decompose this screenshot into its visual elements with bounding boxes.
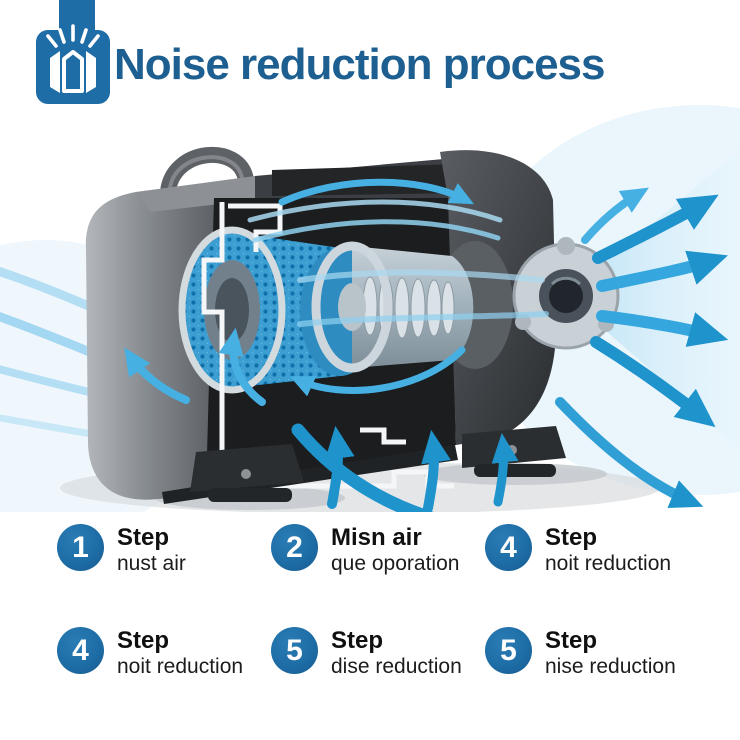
step-subtitle: que oporation <box>331 551 460 575</box>
step-item-5: 5 Step dise reduction <box>271 627 485 678</box>
step-number: 4 <box>500 530 517 564</box>
step-item-3: 4 Step noit reduction <box>485 524 699 575</box>
step-number: 4 <box>72 633 89 667</box>
step-number-badge: 5 <box>485 627 532 674</box>
step-item-4: 4 Step noit reduction <box>57 627 271 678</box>
machine-feet <box>162 426 566 504</box>
step-item-2: 2 Misn air que oporation <box>271 524 485 575</box>
step-number-badge: 5 <box>271 627 318 674</box>
step-number-badge: 4 <box>57 627 104 674</box>
step-title: Misn air <box>331 524 422 551</box>
pump-cutaway-svg <box>0 105 740 512</box>
step-subtitle: dise reduction <box>331 654 462 678</box>
step-number-badge: 4 <box>485 524 532 571</box>
step-number: 1 <box>72 530 89 564</box>
step-title: Step <box>545 627 598 654</box>
step-subtitle: nise reduction <box>545 654 676 678</box>
airflow-arrows <box>124 178 729 512</box>
step-number: 5 <box>500 633 517 667</box>
step-number-badge: 2 <box>271 524 318 571</box>
step-item-1: 1 Step nust air <box>57 524 271 575</box>
outlet-port <box>512 237 620 350</box>
noise-burst-icon <box>33 0 113 106</box>
step-number: 5 <box>286 633 303 667</box>
step-title: Step <box>117 524 170 551</box>
page-title: Noise reduction process <box>114 40 605 89</box>
step-number: 2 <box>286 530 303 564</box>
step-title: Step <box>545 524 598 551</box>
step-subtitle: noit reduction <box>545 551 672 575</box>
step-item-6: 5 Step nise reduction <box>485 627 699 678</box>
step-title: Step <box>331 627 384 654</box>
step-subtitle: nust air <box>117 551 186 575</box>
step-subtitle: noit reduction <box>117 654 244 678</box>
step-title: Step <box>117 627 170 654</box>
pump-cutaway-illustration <box>0 100 740 512</box>
handle <box>160 146 254 200</box>
step-number-badge: 1 <box>57 524 104 571</box>
steps-grid: 1 Step nust air 2 Misn air que oporation… <box>57 524 699 678</box>
